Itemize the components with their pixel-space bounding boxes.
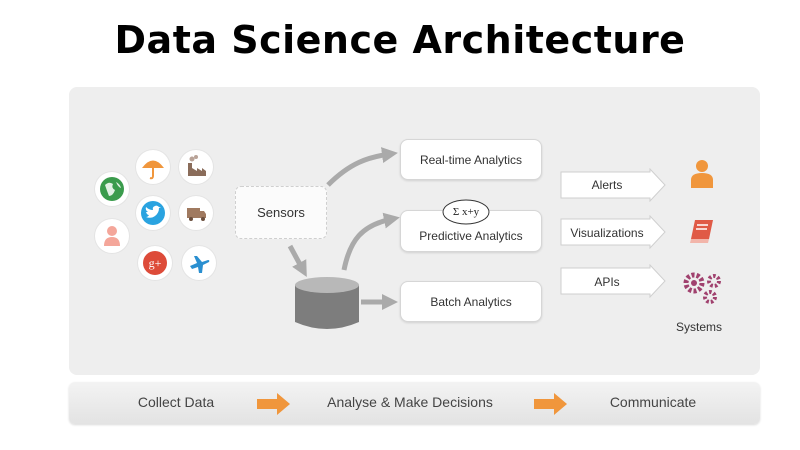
book-icon (690, 220, 713, 243)
factory-icon (179, 150, 213, 184)
visualizations-arrow (560, 215, 666, 249)
arrow-to-realtime (326, 147, 398, 187)
alerts-label: Alerts (591, 178, 623, 192)
sensors-label: Sensors (257, 205, 305, 220)
process-arrow-icon (534, 393, 567, 415)
collect-data-step: Collect Data (137, 394, 215, 410)
apis-label: APIs (594, 275, 620, 289)
process-arrow-icon (257, 393, 290, 415)
formula-bubble (442, 199, 490, 225)
globe-icon (95, 172, 129, 206)
realtime-analytics-label: Real-time Analytics (419, 152, 523, 167)
predictive-formula: Σ x+y (452, 206, 480, 218)
user-icon (691, 160, 713, 188)
alerts-arrow (560, 168, 666, 202)
umbrella-icon (136, 150, 170, 184)
truck-icon (179, 196, 213, 230)
arrow-db-to-predictive (341, 212, 400, 271)
google-plus-icon: g+ (138, 246, 172, 280)
arrow-sensors-to-db (287, 244, 307, 278)
systems-label: Systems (675, 320, 722, 334)
batch-analytics-box: Batch Analytics (400, 281, 542, 322)
analyse-step: Analyse & Make Decisions (327, 394, 493, 410)
sensors-box: Sensors (235, 186, 327, 239)
airplane-icon (182, 246, 216, 280)
page-title: Data Science Architecture (114, 18, 686, 62)
realtime-analytics-box: Real-time Analytics (400, 139, 542, 180)
person-icon (95, 219, 129, 253)
apis-arrow (560, 264, 666, 298)
visualizations-label: Visualizations (570, 226, 644, 240)
google-plus-glyph: g+ (149, 256, 162, 270)
process-bar (69, 382, 760, 424)
database-icon (295, 277, 359, 329)
twitter-icon (136, 196, 170, 230)
communicate-step: Communicate (609, 394, 697, 410)
gears-icon (683, 272, 721, 304)
batch-analytics-label: Batch Analytics (430, 294, 512, 309)
predictive-analytics-label: Predictive Analytics (419, 229, 523, 243)
